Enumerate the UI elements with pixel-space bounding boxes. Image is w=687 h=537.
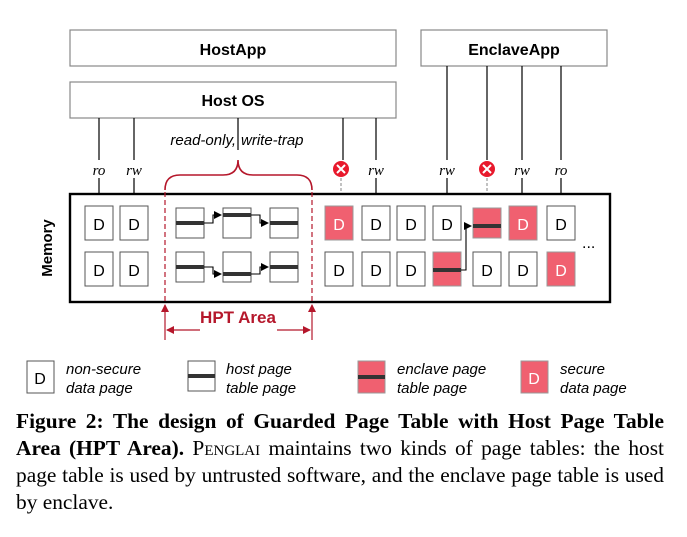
host-page-table-page (175, 207, 205, 239)
host-page-table-page (175, 251, 205, 283)
hostos-label: Host OS (201, 93, 264, 110)
svg-text:D: D (34, 371, 46, 388)
page-secure: D (324, 205, 354, 241)
page-nonsecure: D (119, 205, 149, 241)
enclaveapp-label: EnclaveApp (468, 42, 560, 59)
svg-text:D: D (517, 217, 529, 234)
page-nonsecure: D (432, 205, 462, 241)
page-nonsecure: D (324, 251, 354, 287)
svg-text:D: D (128, 217, 140, 234)
error-x-icon (333, 161, 349, 177)
ellipsis: ... (582, 235, 595, 252)
figure-caption: Figure 2: The design of Guarded Page Tab… (16, 408, 664, 516)
legend-nonsecure-line2: data page (66, 380, 133, 397)
host-page-table-page (222, 251, 252, 283)
enclave-page-table-page (472, 207, 502, 239)
hostapp-label: HostApp (200, 42, 267, 59)
page-nonsecure: D (84, 251, 114, 287)
page-nonsecure: D (396, 205, 426, 241)
svg-text:D: D (481, 263, 493, 280)
host-page-table-page (269, 207, 299, 239)
guarded-page-table-diagram: HostApp EnclaveApp Host OS (26, 29, 627, 397)
hostos-box: Host OS (69, 81, 397, 119)
svg-text:D: D (128, 263, 140, 280)
error-x-icon (479, 161, 495, 177)
page-nonsecure: D (396, 251, 426, 287)
perm-ro-label: ro (555, 163, 568, 179)
svg-text:D: D (93, 217, 105, 234)
legend-enclavept-swatch (357, 360, 386, 394)
page-nonsecure: D (508, 251, 538, 287)
legend-nonsecure-line1: non-secure (66, 361, 141, 378)
hpt-links (204, 211, 269, 278)
enclaveapp-arrows (443, 66, 565, 205)
enclaveapp-box: EnclaveApp (420, 29, 608, 67)
legend-enclavept-line2: table page (397, 380, 467, 397)
page-nonsecure: D (361, 251, 391, 287)
enclave-page-table-page (432, 251, 462, 287)
legend-secure-line2: data page (560, 380, 627, 397)
legend-enclavept-line1: enclave page (397, 361, 486, 378)
svg-text:D: D (555, 217, 567, 234)
svg-text:D: D (528, 371, 540, 388)
perm-ro-label: ro (93, 163, 106, 179)
legend-hostpt-swatch (187, 360, 216, 392)
caption-system-name: Penglai (192, 436, 261, 460)
page-nonsecure: D (119, 251, 149, 287)
svg-text:D: D (405, 217, 417, 234)
hostapp-box: HostApp (69, 29, 397, 67)
svg-text:D: D (517, 263, 529, 280)
perm-rw-label: rw (126, 163, 142, 179)
hpt-brace (164, 159, 313, 191)
readonly-label: read-only, (170, 132, 236, 149)
legend-secure-swatch: D (520, 360, 549, 394)
page-nonsecure: D (84, 205, 114, 241)
hpt-area-bounds (164, 192, 313, 304)
hpt-area-arrows (161, 304, 316, 340)
svg-text:D: D (370, 263, 382, 280)
svg-text:D: D (93, 263, 105, 280)
svg-text:D: D (555, 263, 567, 280)
memory-label: Memory (39, 219, 56, 277)
page-nonsecure: D (472, 251, 502, 287)
hpt-area-label: HPT Area (200, 308, 276, 327)
legend-hostpt-line2: table page (226, 380, 296, 397)
svg-text:D: D (333, 217, 345, 234)
page-secure: D (508, 205, 538, 241)
perm-rw-label: rw (439, 163, 455, 179)
enclave-pt-link (461, 222, 472, 271)
page-nonsecure: D (546, 205, 576, 241)
perm-rw-label: rw (368, 163, 384, 179)
caption-body: maintains two kinds of page tables: the … (16, 436, 665, 514)
perm-rw-label: rw (514, 163, 530, 179)
svg-text:D: D (405, 263, 417, 280)
host-page-table-page (269, 251, 299, 283)
legend-nonsecure-swatch: D (26, 360, 55, 394)
caption-title: Figure 2: The design of Guarded Page Tab… (16, 409, 664, 460)
svg-text:D: D (441, 217, 453, 234)
page-nonsecure: D (361, 205, 391, 241)
legend: D non-secure data page host page table p… (26, 360, 627, 397)
host-page-table-page (222, 207, 252, 239)
page-secure: D (546, 251, 576, 287)
legend-hostpt-line1: host page (226, 361, 292, 378)
legend-secure-line1: secure (560, 361, 605, 378)
writetrap-label: write-trap (241, 132, 304, 149)
svg-text:D: D (370, 217, 382, 234)
svg-text:D: D (333, 263, 345, 280)
